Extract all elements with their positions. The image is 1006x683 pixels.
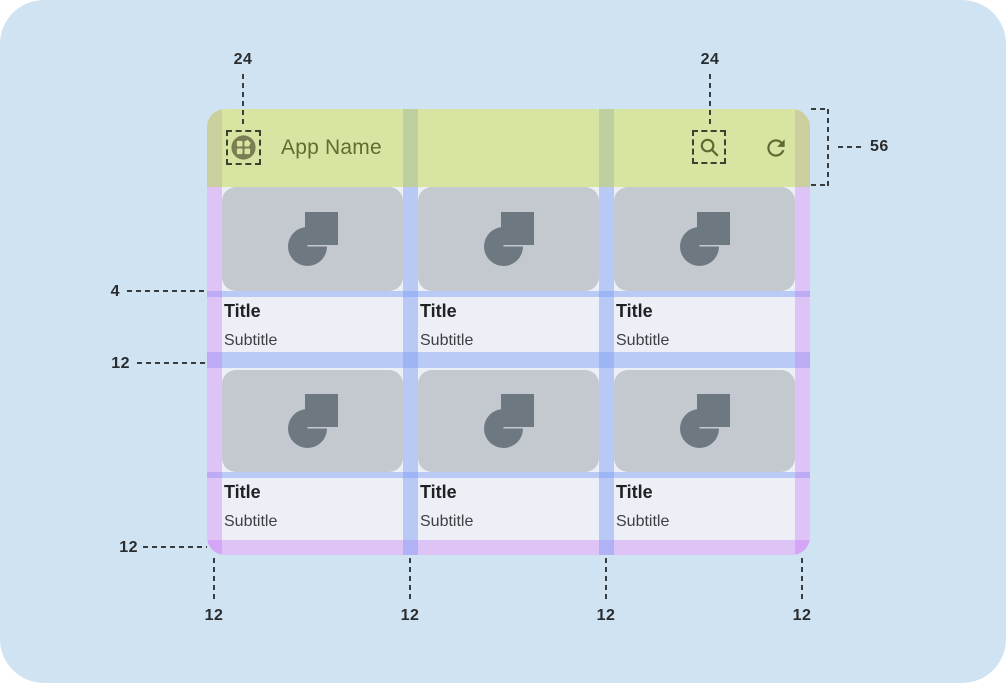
dim-line — [213, 558, 215, 602]
keyline-band-bottom-margin — [207, 540, 810, 555]
dim-label-12-gutter: 12 — [596, 607, 616, 624]
dim-line — [242, 74, 244, 128]
image-placeholder-icon — [679, 394, 730, 448]
dim-label-12-margin: 12 — [204, 607, 224, 624]
keyline-band-image-text-gap — [207, 472, 810, 478]
dim-label-12-bottom-margin: 12 — [119, 539, 138, 556]
dim-label-56: 56 — [870, 138, 889, 155]
app-bar: App Name — [207, 109, 810, 187]
card-text-block[interactable]: Title Subtitle — [418, 478, 599, 540]
card-subtitle: Subtitle — [224, 331, 278, 349]
keyline-band-row-gap — [207, 352, 810, 368]
dim-line — [409, 558, 411, 602]
card-text-block[interactable]: Title Subtitle — [418, 297, 599, 352]
card-subtitle: Subtitle — [616, 331, 670, 349]
card-image[interactable] — [222, 370, 403, 472]
dim-label-24-left: 24 — [233, 51, 253, 68]
card-title: Title — [616, 301, 653, 321]
image-placeholder-icon — [287, 212, 338, 266]
refresh-icon[interactable] — [763, 135, 789, 161]
dim-line — [801, 558, 803, 602]
logo-keyline-box — [226, 130, 261, 165]
card-title: Title — [616, 482, 653, 502]
dim-line — [838, 146, 864, 148]
dim-label-12-gutter: 12 — [400, 607, 420, 624]
card-text-block[interactable]: Title Subtitle — [222, 478, 403, 540]
app-title: App Name — [281, 136, 382, 159]
card-title: Title — [224, 301, 261, 321]
search-keyline-box — [692, 130, 726, 164]
dim-line — [709, 74, 711, 128]
image-placeholder-icon — [679, 212, 730, 266]
card-text-block[interactable]: Title Subtitle — [614, 297, 795, 352]
card-title: Title — [224, 482, 261, 502]
card-subtitle: Subtitle — [616, 512, 670, 530]
keyline-band-image-text-gap — [207, 291, 810, 297]
dim-label-12-rowgap: 12 — [111, 355, 130, 372]
card-title: Title — [420, 301, 457, 321]
card-title: Title — [420, 482, 457, 502]
keyline-gutter — [599, 109, 614, 555]
dim-label-24-right: 24 — [700, 51, 720, 68]
app-mockup: Title Subtitle Title Subtitle Title Subt… — [207, 109, 810, 555]
image-placeholder-icon — [287, 394, 338, 448]
image-placeholder-icon — [483, 394, 534, 448]
card-text-block[interactable]: Title Subtitle — [222, 297, 403, 352]
keyline-margin-right — [795, 109, 810, 555]
card-image[interactable] — [614, 187, 795, 291]
app-logo-icon[interactable] — [229, 133, 258, 162]
dim-line — [137, 362, 207, 364]
keyline-margin-left — [207, 109, 222, 555]
card-subtitle: Subtitle — [224, 512, 278, 530]
card-subtitle: Subtitle — [420, 331, 474, 349]
dim-tick — [811, 108, 829, 110]
search-icon[interactable] — [698, 136, 721, 159]
keyline-gutter — [403, 109, 418, 555]
card-image[interactable] — [614, 370, 795, 472]
dim-label-12-margin: 12 — [792, 607, 812, 624]
dim-line — [143, 546, 207, 548]
card-image[interactable] — [222, 187, 403, 291]
card-image[interactable] — [418, 187, 599, 291]
image-placeholder-icon — [483, 212, 534, 266]
dim-line — [605, 558, 607, 602]
dim-line — [127, 290, 207, 292]
card-subtitle: Subtitle — [420, 512, 474, 530]
dim-label-4: 4 — [110, 283, 120, 300]
dim-tick — [811, 184, 829, 186]
card-text-block[interactable]: Title Subtitle — [614, 478, 795, 540]
dim-line — [827, 109, 829, 186]
card-image[interactable] — [418, 370, 599, 472]
